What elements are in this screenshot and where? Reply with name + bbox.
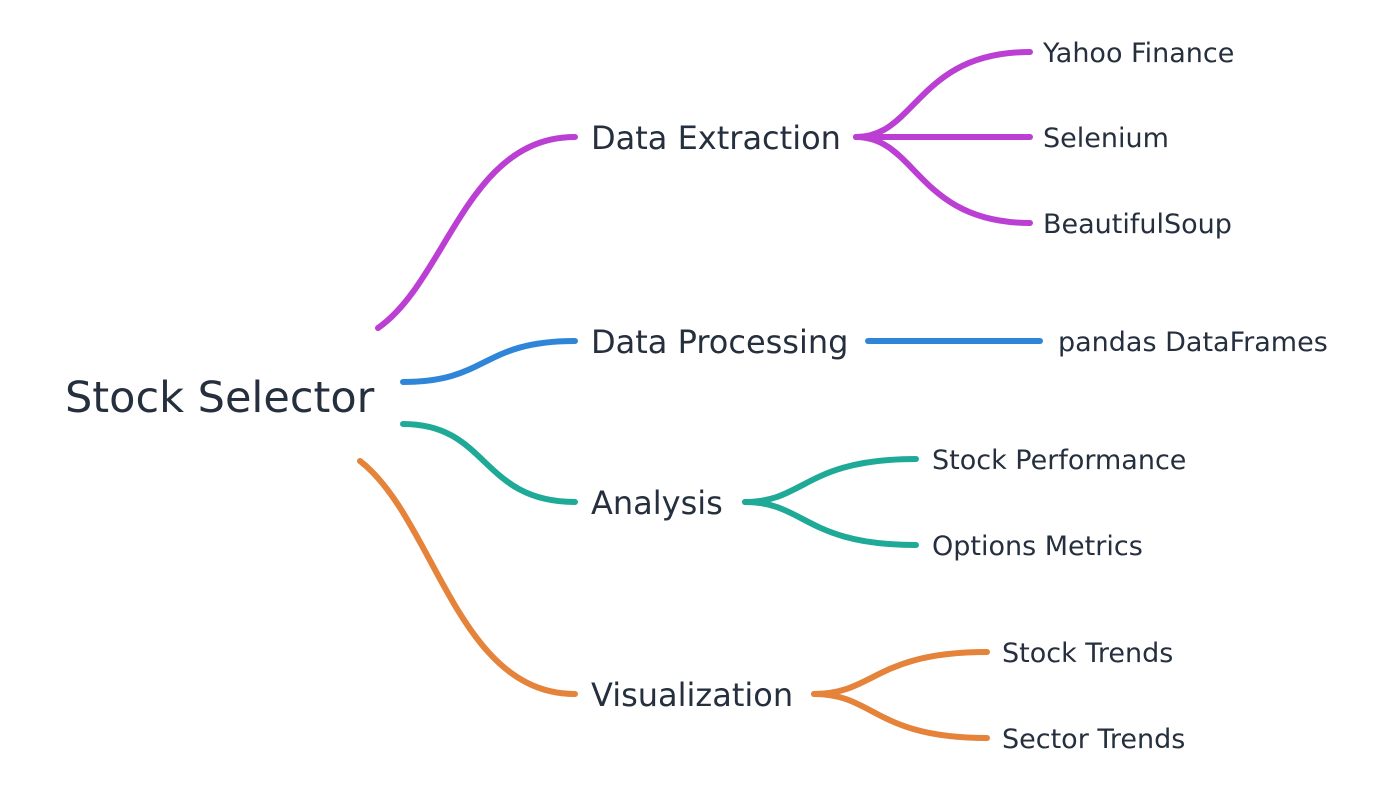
branch-node-label: Data Extraction — [591, 119, 841, 157]
root-to-branch-connector — [375, 134, 578, 331]
root-to-branch-connector — [400, 421, 578, 505]
root-node-label: Stock Selector — [65, 373, 375, 423]
root-to-branch-connector — [400, 338, 578, 385]
leaf-node-label: pandas DataFrames — [1058, 327, 1328, 358]
leaf-node-label: Yahoo Finance — [1042, 38, 1234, 69]
root-to-branch-connector — [357, 458, 578, 697]
label-layer: Stock Selector Data Extraction Yahoo Fina… — [65, 38, 1328, 755]
leaf-node-label: Selenium — [1043, 123, 1169, 154]
branch-node-label: Analysis — [591, 484, 723, 522]
branch-node-label: Data Processing — [591, 323, 848, 361]
connector-layer — [357, 49, 1043, 741]
branch-to-leaf-connector — [742, 456, 919, 505]
branch-to-leaf-connector — [853, 49, 1033, 140]
leaf-node-label: Sector Trends — [1002, 724, 1185, 755]
branch-to-leaf-connector — [811, 649, 990, 697]
leaf-node-label: BeautifulSoup — [1043, 209, 1232, 240]
leaf-node-label: Options Metrics — [932, 531, 1143, 562]
branch-node-label: Visualization — [591, 676, 793, 714]
branch-to-leaf-connector — [853, 134, 1033, 226]
branch-to-leaf-connector — [811, 691, 990, 741]
leaf-node-label: Stock Trends — [1002, 638, 1173, 669]
leaf-node-label: Stock Performance — [932, 445, 1186, 476]
branch-to-leaf-connector — [742, 499, 919, 548]
